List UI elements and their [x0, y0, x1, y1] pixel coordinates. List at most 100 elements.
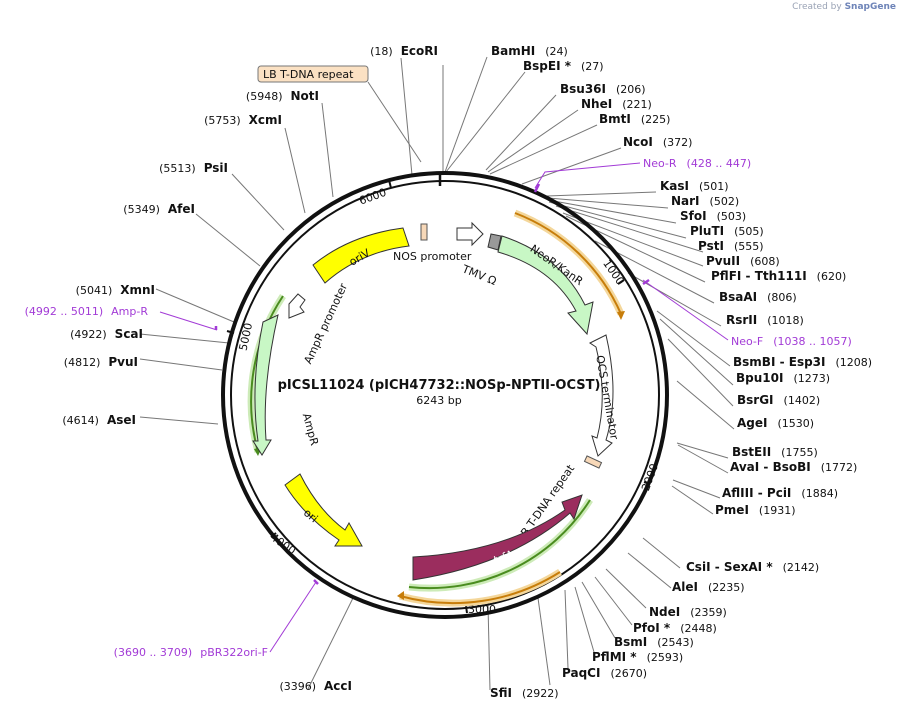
site-afliii[interactable]: AflIII - PciI(1884) [722, 486, 838, 500]
site-xmni[interactable]: XmnI(5041) [76, 283, 155, 297]
site-bsmi[interactable]: BsmI (2543) [614, 635, 694, 649]
site-pfoi[interactable]: PfoI *(2448) [633, 621, 717, 635]
site-pluti[interactable]: PluTI(505) [690, 224, 764, 238]
site-bamhi[interactable]: BamHI(24) [491, 44, 568, 58]
site-name: BspEI * [523, 59, 572, 73]
primer-pbr322ori-f[interactable]: pBR322ori-F(3690 .. 3709) [114, 646, 268, 659]
site-xcmi[interactable]: XcmI(5753) [204, 113, 282, 127]
primer-range: (4992 .. 5011) [25, 305, 104, 318]
leader-lines [139, 56, 735, 691]
site-position: (2593) [647, 651, 684, 664]
site-nari[interactable]: NarI(502) [671, 194, 739, 208]
site-name: BsmBI - Esp3I [733, 355, 825, 369]
site-name: BsaAI [719, 290, 757, 304]
site-name: Bsu36I [560, 82, 606, 96]
neor-feature[interactable] [497, 235, 594, 336]
site-afei[interactable]: AfeI(5349) [123, 202, 195, 216]
ampr-feature[interactable] [252, 314, 279, 456]
site-name: PflFI - Tth111I [711, 269, 807, 283]
lb-leader [367, 81, 422, 163]
site-position: (2543) [657, 636, 694, 649]
site-position: (1273) [793, 372, 830, 385]
site-sfoi[interactable]: SfoI(503) [680, 209, 746, 223]
site-noti[interactable]: NotI(5948) [246, 89, 319, 103]
site-position: (4812) [64, 356, 101, 369]
primer-range: (3690 .. 3709) [114, 646, 193, 659]
site-name: PmeI [715, 503, 749, 517]
primer-neo-f[interactable]: Neo-F (1038 .. 1057) [731, 335, 852, 348]
site-bmti[interactable]: BmtI(225) [599, 112, 670, 126]
oriV-feature[interactable] [312, 227, 410, 284]
credit-prefix: Created by [792, 2, 842, 12]
site-bsu36i[interactable]: Bsu36I (206) [560, 82, 646, 96]
neor-orf [514, 212, 622, 315]
primer-neo-r[interactable]: Neo-R(428 .. 447) [643, 157, 751, 170]
site-acci[interactable]: AccI(3396) [279, 679, 352, 693]
site-name: BsmI [614, 635, 647, 649]
site-position: (608) [750, 255, 780, 268]
primer-range: (1038 .. 1057) [773, 335, 852, 348]
site-name: NheI [581, 97, 612, 111]
site-bsrgi[interactable]: BsrGI(1402) [737, 393, 820, 407]
site-position: (5349) [123, 203, 160, 216]
site-pflfi[interactable]: PflFI - Tth111I (620) [711, 269, 846, 283]
site-name: EcoRI [401, 44, 438, 58]
site-name: AflIII - PciI [722, 486, 791, 500]
site-ecori[interactable]: EcoRI (18) [370, 44, 438, 58]
site-pvui[interactable]: PvuI(4812) [64, 355, 138, 369]
site-position: (18) [370, 45, 393, 58]
site-position: (1018) [767, 314, 804, 327]
site-bsmbi[interactable]: BsmBI - Esp3I(1208) [733, 355, 872, 369]
site-position: (24) [545, 45, 568, 58]
site-paqci[interactable]: PaqCI(2670) [562, 666, 647, 680]
lb-small-feature [420, 223, 428, 241]
site-bsteii[interactable]: BstEII(1755) [732, 445, 818, 459]
nos-promoter-feature[interactable] [456, 221, 484, 247]
site-avai[interactable]: AvaI - BsoBI(1772) [730, 460, 857, 474]
site-position: (221) [622, 98, 652, 111]
site-kasi[interactable]: KasI(501) [660, 179, 729, 193]
site-position: (620) [817, 270, 847, 283]
site-name: PflMI * [592, 650, 637, 664]
site-name: AvaI - BsoBI [730, 460, 811, 474]
site-sfii[interactable]: SfiI(2922) [490, 686, 559, 700]
site-nhei[interactable]: NheI (221) [581, 97, 652, 111]
site-alei[interactable]: AleI(2235) [672, 580, 745, 594]
rb-feature[interactable] [583, 455, 603, 469]
site-ndei[interactable]: NdeI(2359) [649, 605, 727, 619]
site-psti[interactable]: PstI(555) [698, 239, 764, 253]
site-bsaai[interactable]: BsaAI(806) [719, 290, 797, 304]
tick-5000: 5000 [237, 322, 256, 352]
site-name: PsiI [204, 161, 228, 175]
site-position: (4922) [70, 328, 107, 341]
site-agei[interactable]: AgeI(1530) [737, 416, 814, 430]
primer-name: Neo-F [731, 335, 763, 348]
site-position: (2922) [522, 687, 559, 700]
site-position: (372) [663, 136, 693, 149]
site-pmei[interactable]: PmeI (1931) [715, 503, 795, 517]
site-position: (1931) [759, 504, 796, 517]
site-name: AseI [107, 413, 136, 427]
site-name: BsrGI [737, 393, 774, 407]
ampr-orf [250, 295, 284, 453]
snapgene-logo: SnapGene [844, 2, 896, 12]
ori-feature[interactable] [284, 473, 363, 547]
ampr-promoter-feature[interactable] [288, 293, 306, 319]
site-bspei[interactable]: BspEI *(27) [523, 59, 604, 73]
site-position: (206) [616, 83, 646, 96]
site-name: KasI [660, 179, 689, 193]
site-csii[interactable]: CsiI - SexAI *(2142) [686, 560, 819, 574]
site-bpu10i[interactable]: Bpu10I(1273) [736, 371, 830, 385]
site-pflmi[interactable]: PflMI * (2593) [592, 650, 683, 664]
primer-amp-r[interactable]: Amp-R(4992 .. 5011) [25, 305, 149, 318]
ocs-terminator-feature[interactable] [589, 334, 614, 457]
site-ncoi[interactable]: NcoI(372) [623, 135, 692, 149]
primer-labels: Neo-R(428 .. 447) Neo-F (1038 .. 1057) Amp-… [25, 157, 852, 659]
site-rsrii[interactable]: RsrII(1018) [726, 313, 804, 327]
site-psii[interactable]: PsiI(5513) [159, 161, 228, 175]
site-asei[interactable]: AseI (4614) [62, 413, 136, 427]
site-pvuii[interactable]: PvuII(608) [706, 254, 780, 268]
site-scai[interactable]: ScaI(4922) [70, 327, 143, 341]
site-position: (4614) [62, 414, 99, 427]
trfA-feature[interactable] [412, 494, 583, 581]
